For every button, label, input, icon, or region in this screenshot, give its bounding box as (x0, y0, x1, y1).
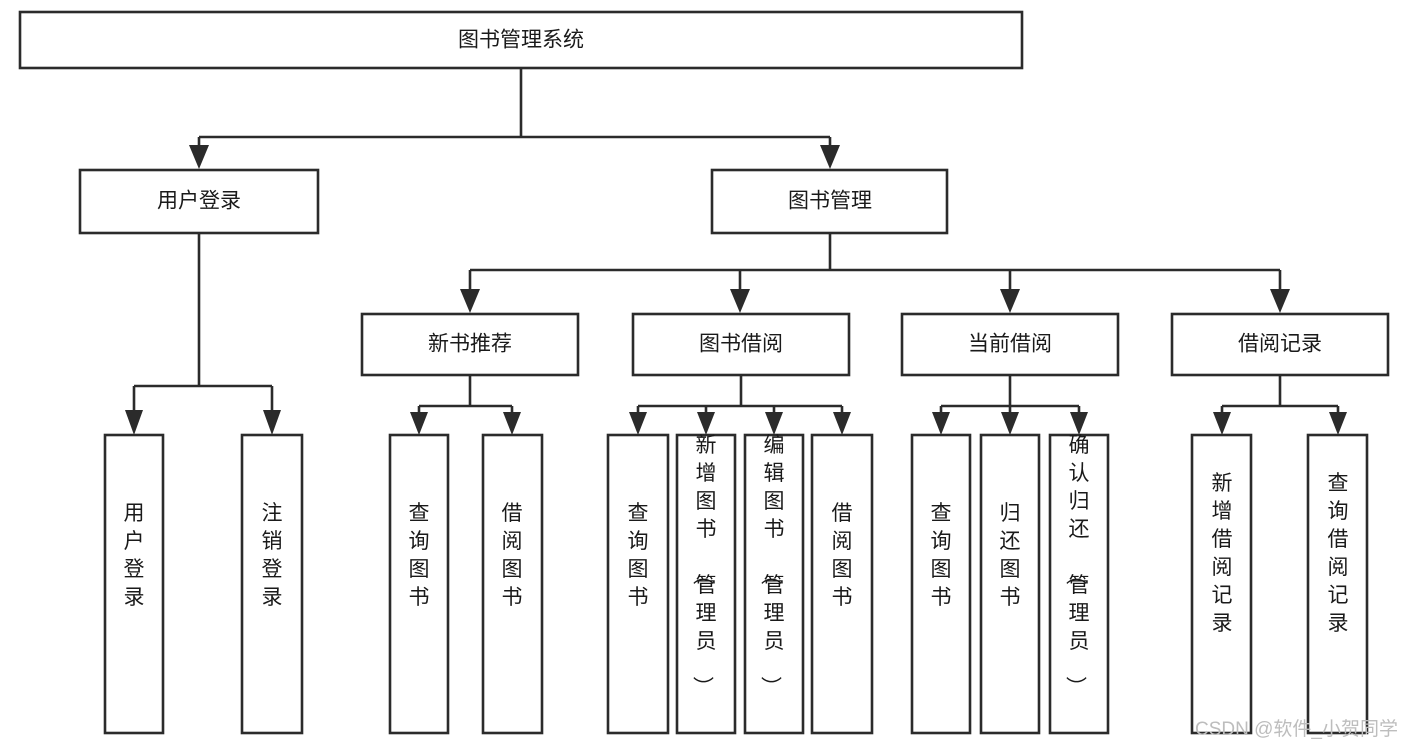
leaf-user-login-label: 用户登录 (124, 502, 145, 609)
leaf-user-logout-box[interactable] (240, 433, 304, 735)
leaf-node-add-record[interactable]: 新增借阅记录 (1190, 433, 1253, 735)
leaf-node-user-logout[interactable]: 注销登录 (240, 433, 304, 735)
arrow-head-leaf-edit-book (765, 412, 783, 435)
leaf-add-record-label: 新增借阅记录 (1212, 472, 1233, 635)
leaf-query-book-3-label: 查询图书 (931, 502, 952, 609)
arrow-head-leaf-user-logout (263, 410, 281, 435)
arrow-head-to-current-borrow (1000, 289, 1020, 313)
arrow-head-leaf-add-record (1213, 412, 1231, 435)
node-new-book-recommend[interactable]: 新书推荐 (360, 312, 580, 377)
arrow-head-to-book-management (820, 145, 840, 169)
node-current-borrow-label: 当前借阅 (968, 333, 1052, 356)
leaf-return-book-label: 归还图书 (1000, 502, 1021, 609)
leaf-add-book-box[interactable] (675, 433, 737, 735)
node-borrow-record[interactable]: 借阅记录 (1170, 312, 1390, 377)
leaf-query-book-2-box[interactable] (606, 433, 670, 735)
arrow-head-leaf-confirm-return (1070, 412, 1088, 435)
leaf-node-borrow-book-2[interactable]: 借阅图书 (810, 433, 874, 735)
csdn-watermark: CSDN @软件_小贺同学 (1195, 718, 1398, 740)
leaf-add-book-label: 新增图书（管理员） (691, 434, 717, 697)
leaf-return-book-box[interactable] (979, 433, 1041, 735)
node-book-management[interactable]: 图书管理 (710, 168, 949, 235)
arrow-head-leaf-query-book-3 (932, 412, 950, 435)
leaf-query-record-label: 查询借阅记录 (1328, 472, 1349, 635)
leaf-node-query-book-1[interactable]: 查询图书 (388, 433, 450, 735)
leaf-node-return-book[interactable]: 归还图书 (979, 433, 1041, 735)
arrow-head-leaf-return-book (1001, 412, 1019, 435)
node-user-login[interactable]: 用户登录 (78, 168, 320, 235)
leaf-borrow-book-1-label: 借阅图书 (502, 502, 523, 609)
leaf-node-edit-book[interactable]: 编辑图书（管理员） (743, 433, 805, 735)
arrow-head-to-new-book-recommend (460, 289, 480, 313)
node-book-borrow-label: 图书借阅 (699, 333, 783, 356)
leaf-node-borrow-book-1[interactable]: 借阅图书 (481, 433, 544, 735)
node-root-box[interactable] (18, 10, 1024, 70)
leaf-borrow-book-1-box[interactable] (481, 433, 544, 735)
arrow-head-leaf-add-book (697, 412, 715, 435)
arrow-head-leaf-query-book-2 (629, 412, 647, 435)
leaf-query-book-3-box[interactable] (910, 433, 972, 735)
arrow-head-leaf-borrow-book-1 (503, 412, 521, 435)
arrow-head-to-book-borrow (730, 289, 750, 313)
leaf-user-login-box[interactable] (103, 433, 165, 735)
arrow-head-leaf-query-record (1329, 412, 1347, 435)
node-new-book-recommend-label: 新书推荐 (428, 333, 512, 356)
arrow-head-leaf-query-book-1 (410, 412, 428, 435)
node-user-login-label: 用户登录 (157, 190, 241, 213)
leaf-edit-book-box[interactable] (743, 433, 805, 735)
leaf-edit-book-label: 编辑图书（管理员） (759, 434, 785, 697)
node-book-borrow-box[interactable] (631, 312, 851, 377)
node-root[interactable]: 图书管理系统 (18, 10, 1024, 70)
arrow-head-leaf-user-login (125, 410, 143, 435)
leaf-user-logout-label: 注销登录 (262, 502, 283, 609)
leaf-borrow-book-2-box[interactable] (810, 433, 874, 735)
leaf-confirm-return-box[interactable] (1048, 433, 1110, 735)
node-current-borrow-box[interactable] (900, 312, 1120, 377)
node-borrow-record-box[interactable] (1170, 312, 1390, 377)
node-borrow-record-label: 借阅记录 (1238, 333, 1322, 356)
node-root-label: 图书管理系统 (458, 29, 584, 52)
node-book-management-box[interactable] (710, 168, 949, 235)
arrow-head-to-user-login (189, 145, 209, 169)
node-book-management-label: 图书管理 (788, 190, 872, 213)
leaf-query-record-box[interactable] (1306, 433, 1369, 735)
node-new-book-recommend-box[interactable] (360, 312, 580, 377)
leaf-borrow-book-2-label: 借阅图书 (832, 502, 853, 609)
arrow-head-to-borrow-record (1270, 289, 1290, 313)
leaf-node-query-book-2[interactable]: 查询图书 (606, 433, 670, 735)
leaf-node-add-book[interactable]: 新增图书（管理员） (675, 433, 737, 735)
arrow-head-leaf-borrow-book-2 (833, 412, 851, 435)
leaf-node-query-book-3[interactable]: 查询图书 (910, 433, 972, 735)
node-book-borrow[interactable]: 图书借阅 (631, 312, 851, 377)
leaf-query-book-2-label: 查询图书 (628, 502, 649, 609)
leaf-query-book-1-box[interactable] (388, 433, 450, 735)
leaf-confirm-return-label: 确认归还（管理员） (1064, 434, 1090, 697)
node-current-borrow[interactable]: 当前借阅 (900, 312, 1120, 377)
leaf-node-user-login[interactable]: 用户登录 (103, 433, 165, 735)
leaf-query-book-1-label: 查询图书 (409, 502, 430, 609)
leaf-node-confirm-return[interactable]: 确认归还（管理员） (1048, 433, 1110, 735)
leaf-add-record-box[interactable] (1190, 433, 1253, 735)
leaf-node-query-record[interactable]: 查询借阅记录 (1306, 433, 1369, 735)
